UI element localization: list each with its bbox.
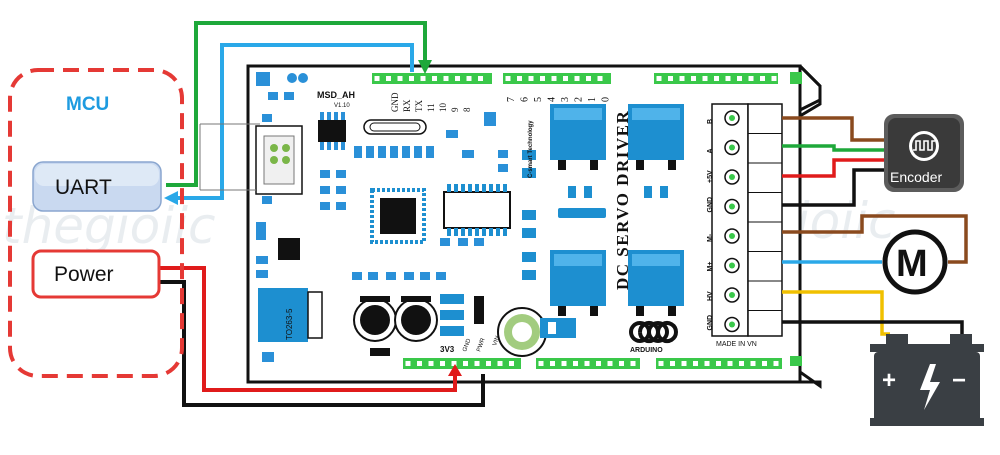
arrow-red [448,364,462,376]
battery-minus: − [952,367,966,394]
bottom-header-left [403,358,521,369]
lightning-icon [920,364,940,410]
digit-pin-label: 1 [587,97,598,102]
board-title: DC SERVO DRIVER [613,110,632,290]
terminal-label: GND [707,197,714,213]
terminal-label: B [707,119,714,124]
uart-label: UART [55,176,112,199]
encoder-label: Encoder [890,169,942,185]
label-gnd-bottom: GND [462,337,472,352]
wire-encoder-gnd [782,168,886,207]
wire-motor-minus [782,214,968,264]
digit-pin-label: 7 [506,97,517,102]
digit-pin-label: 0 [601,97,612,102]
wire-encoder-b [782,116,886,142]
voltage-regulator: TO263-5 [258,288,323,342]
mcu-title: MCU [66,94,109,115]
label-pwr: PWR [476,337,487,353]
digit-pin-label: 3 [560,97,571,102]
top-pin-label: GND [390,92,400,112]
terminal-labels: B A +5V GND M- M+ HV GND [707,119,714,331]
board-model-label: MSD_AH [317,90,355,100]
arduino-label: ARDUINO [630,347,663,354]
arrow-green [418,60,432,74]
digit-pin-label: 5 [533,97,544,102]
digit-pin-label: 2 [574,97,585,102]
terminal-label: M+ [707,262,714,272]
uart-block: UART [32,161,162,212]
digit-pin-label: 6 [520,97,531,102]
microcontroller-chip [370,188,426,244]
motor-symbol: M [882,229,948,295]
arrow-blue [164,191,178,205]
terminal-label: M- [707,233,714,242]
motor-label: M [896,243,928,285]
top-pin-label: 10 [438,103,448,113]
power-block: Power [31,249,161,299]
top-pin-label: 9 [450,107,460,112]
wire-red-power [160,266,457,392]
digit-pin-label: 4 [547,97,558,102]
top-pin-label: RX [402,99,412,112]
wire-green-rx [166,21,427,187]
arduino-logo: ARDUINO [629,321,678,354]
terminal-label: A [707,148,714,153]
battery-icon: + − [870,334,984,426]
wire-black-power [160,280,485,407]
encoder-wave-icon [913,140,935,151]
mcu-block: MCU UART Power [8,68,184,378]
wire-battery-gnd [782,320,964,336]
made-in-label: MADE IN VN [716,341,757,348]
label-vin: VIN [492,335,501,346]
top-pin-label: 11 [426,103,436,112]
mosfet [550,104,606,170]
wire-encoder-a [782,144,886,152]
inductor [394,296,438,342]
encoder-module: Encoder [884,114,964,192]
terminal-label: +5V [707,170,714,183]
mosfet [628,104,684,170]
terminal-block: B A +5V GND M- M+ HV GND [707,103,783,337]
terminal-label: HV [707,291,714,301]
inductor [353,296,397,342]
top-pin-label: 8 [462,107,472,112]
power-label: Power [54,263,114,286]
wire-blue-tx [176,43,414,200]
mosfet [628,250,684,316]
driver-chip [443,184,511,236]
mosfet [550,250,606,316]
label-3v3: 3V3 [440,345,455,354]
wire-encoder-5v [782,158,886,178]
terminal-label: GND [707,315,714,331]
board-version-label: V1.10 [334,103,350,109]
battery-plus: + [882,367,896,394]
electrolytic-capacitor [497,307,547,357]
top-pin-label: TX [414,100,424,112]
top-header-right [503,73,611,84]
board-maker-label: C-smart Technology [528,120,534,178]
mcu-frame [8,68,184,378]
regulator-label: TO263-5 [285,308,294,340]
